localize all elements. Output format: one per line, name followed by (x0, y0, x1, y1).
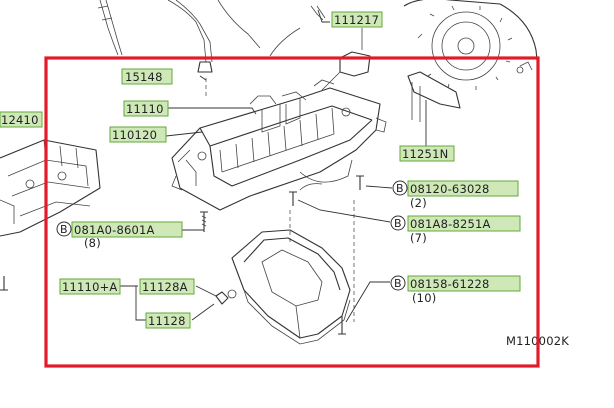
upper-oil-pan (171, 79, 387, 211)
highlight-frame (44, 56, 540, 368)
label-11110-a: 11110+A (59, 278, 121, 295)
label-111217: 111217 (331, 11, 383, 28)
svg-text:11251N: 11251N (402, 147, 448, 161)
label-08120-63028: B 08120-63028 (2) (392, 180, 519, 210)
svg-text:11110: 11110 (126, 102, 164, 116)
label-08158-61228: B 08158-61228 (10) (390, 275, 521, 305)
svg-text:110120: 110120 (112, 128, 157, 142)
label-110120: 110120 (109, 126, 167, 143)
label-081a8-8251a: B 081A8-8251A (7) (390, 215, 521, 245)
svg-text:B: B (60, 223, 68, 236)
svg-text:(7): (7) (410, 231, 427, 245)
svg-text:15148: 15148 (125, 70, 163, 84)
svg-text:12410: 12410 (1, 113, 39, 127)
svg-text:11128: 11128 (148, 314, 186, 328)
svg-text:11110+A: 11110+A (62, 280, 118, 294)
label-11251n: 11251N (399, 145, 455, 162)
engine-context-drawing (97, 0, 539, 122)
svg-text:B: B (394, 217, 402, 230)
label-081a0-8601a: B 081A0-8601A (8) (56, 221, 183, 250)
alignment-lines (205, 78, 355, 322)
label-15148: 15148 (121, 68, 173, 85)
svg-text:081A0-8601A: 081A0-8601A (74, 223, 155, 237)
svg-text:08158-61228: 08158-61228 (410, 277, 490, 291)
part-labels: 111217 15148 11110 110120 12410 11251N B… (0, 11, 569, 348)
svg-text:111217: 111217 (334, 13, 379, 27)
label-11128a: 11128A (139, 278, 195, 295)
svg-text:081A8-8251A: 081A8-8251A (410, 217, 491, 231)
svg-text:(8): (8) (84, 236, 101, 250)
svg-text:08120-63028: 08120-63028 (410, 182, 490, 196)
svg-text:B: B (394, 277, 402, 290)
label-12410: 12410 (0, 111, 43, 128)
svg-text:11128A: 11128A (142, 280, 188, 294)
lower-oil-pan (231, 229, 351, 345)
label-11110: 11110 (123, 100, 169, 117)
svg-text:(10): (10) (412, 291, 436, 305)
label-11128: 11128 (145, 312, 191, 329)
svg-text:B: B (396, 182, 404, 195)
svg-text:(2): (2) (410, 196, 427, 210)
bolts (0, 61, 364, 335)
